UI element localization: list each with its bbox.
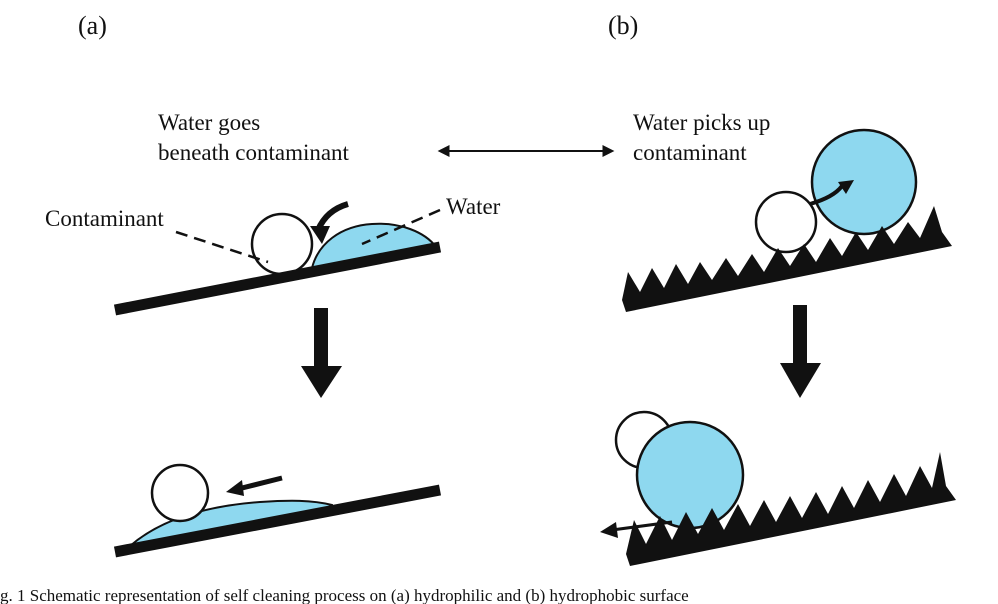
panel-b-after <box>600 410 956 566</box>
motion-arrow-head-icon <box>600 522 618 538</box>
water-goes-label-line2: beneath contaminant <box>158 140 350 165</box>
hydrophilic-surface <box>113 484 442 558</box>
contaminant-particle <box>250 212 314 276</box>
panel-a-label: (a) <box>78 11 107 40</box>
water-droplet-shape <box>635 420 745 530</box>
water-droplet-shape <box>810 128 918 236</box>
motion-arrow-head-icon <box>226 480 244 496</box>
hydrophilic-surface <box>113 241 442 316</box>
water-picks-label-line1: Water picks up <box>633 110 770 135</box>
panel-b-label: (b) <box>608 11 638 40</box>
curved-arrow-head-icon <box>310 226 330 244</box>
contaminant-particle <box>754 190 818 254</box>
contaminant-particle <box>150 463 210 523</box>
hydrophobic-rough-surface <box>622 206 952 312</box>
panel-b-down-arrow <box>780 305 821 398</box>
water-droplet-shape <box>310 222 440 270</box>
figure-caption: g. 1 Schematic representation of self cl… <box>0 586 689 604</box>
panel-a-before <box>113 201 442 316</box>
panel-a-after <box>113 463 442 558</box>
water-leader-line <box>361 208 441 246</box>
motion-arrow-icon <box>237 475 283 492</box>
water-goes-label-line1: Water goes <box>158 110 260 135</box>
hydrophobic-rough-surface <box>626 452 956 566</box>
curved-arrow-icon <box>809 184 844 206</box>
water-label: Water <box>446 194 501 219</box>
water-picks-label-line2: contaminant <box>633 140 747 165</box>
curved-arrow-head-icon <box>838 180 854 194</box>
motion-arrow-icon <box>611 520 673 532</box>
panel-b-before <box>622 128 952 312</box>
contaminant-label: Contaminant <box>45 206 164 231</box>
contaminant-leader-line <box>175 230 269 264</box>
panel-a-down-arrow <box>301 308 342 398</box>
